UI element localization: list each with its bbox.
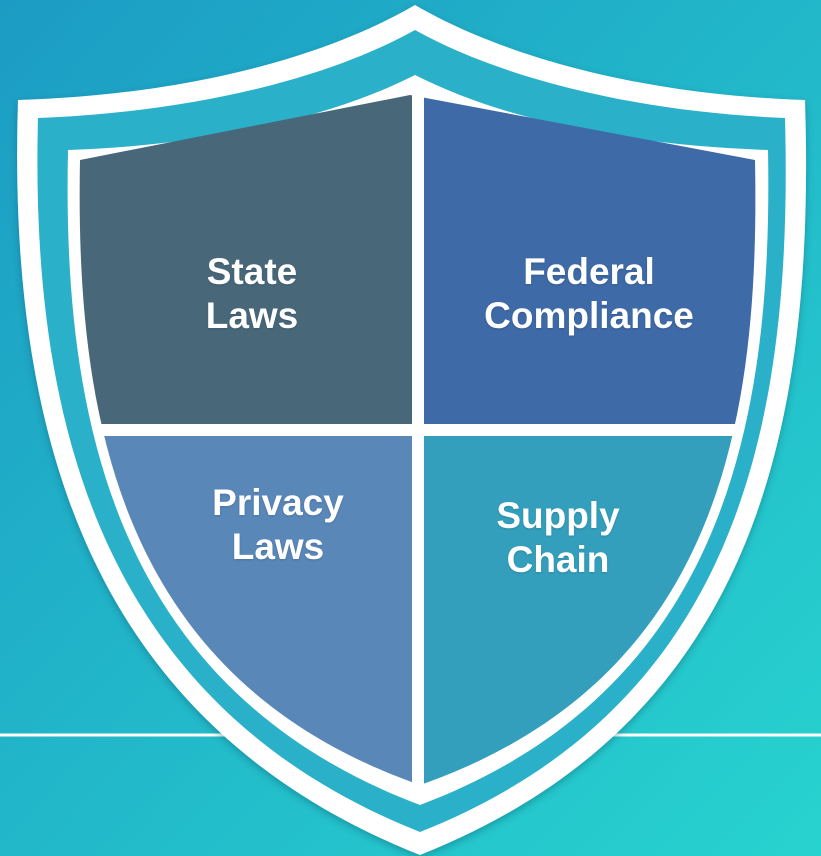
supply-chain-line-2: Chain (506, 539, 610, 580)
federal-compliance-line-1: Federal (523, 251, 655, 292)
state-laws-line-1: State (206, 251, 298, 292)
quadrant-federal-compliance (424, 95, 756, 424)
state-laws-line-2: Laws (205, 295, 299, 336)
privacy-laws-label: Privacy Laws (148, 481, 408, 569)
privacy-laws-line-1: Privacy (212, 482, 344, 523)
privacy-laws-line-2: Laws (231, 526, 325, 567)
supply-chain-label: Supply Chain (428, 494, 688, 582)
federal-compliance-label: Federal Compliance (459, 250, 719, 338)
quadrant-state-laws (79, 95, 412, 424)
state-laws-label: State Laws (122, 250, 382, 338)
federal-compliance-line-2: Compliance (484, 295, 694, 336)
supply-chain-line-1: Supply (496, 495, 620, 536)
